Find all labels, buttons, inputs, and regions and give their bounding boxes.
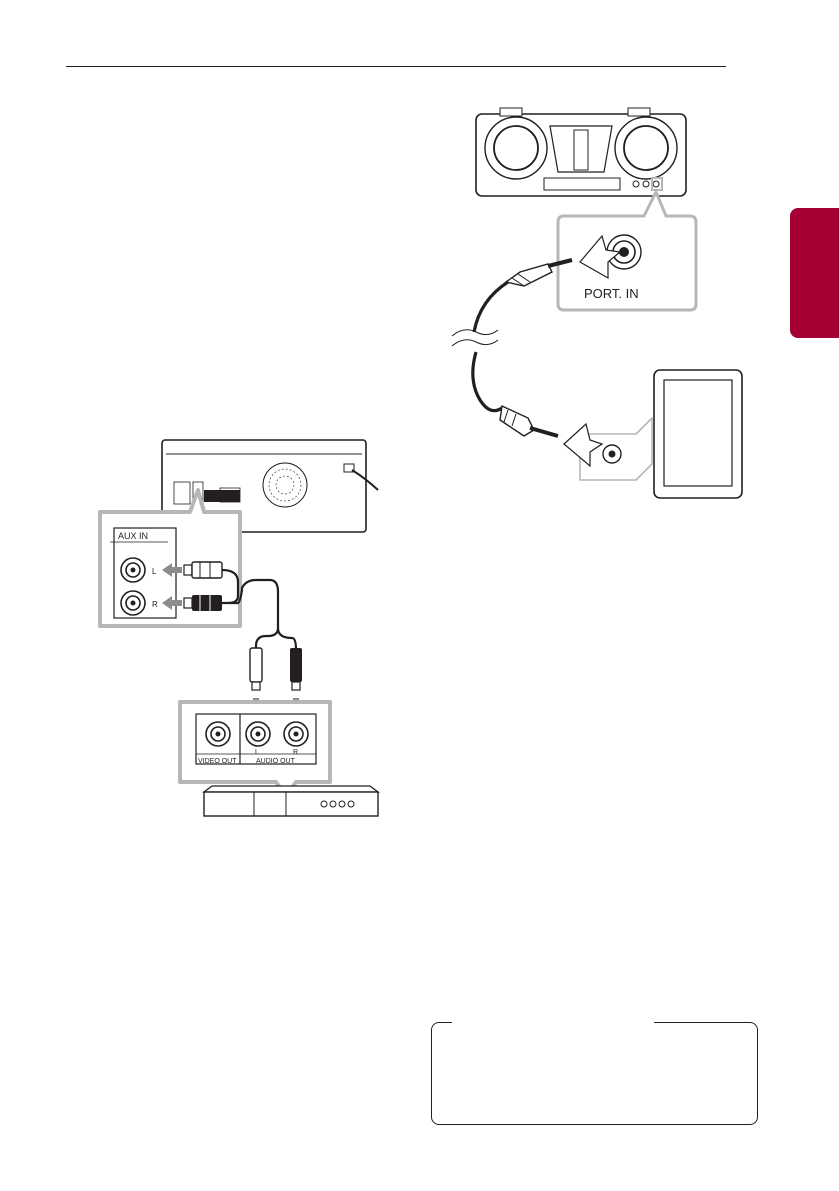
aux-in-label: AUX IN <box>118 531 148 541</box>
aux-in-jack-right-label: R <box>152 600 158 609</box>
port-in-diagram: PORT. IN <box>440 100 750 510</box>
aux-in-jack-left-label: L <box>152 567 157 576</box>
audio-cable <box>473 282 508 411</box>
note-box <box>431 1022 758 1125</box>
stereo-plug-bottom <box>500 406 558 436</box>
chapter-tab <box>790 208 839 338</box>
source-jack-right-label: R <box>293 749 298 756</box>
video-out-label: VIDEO OUT <box>198 758 237 765</box>
rca-plug-pair-source <box>250 648 302 690</box>
port-in-label: PORT. IN <box>584 286 639 301</box>
cable-break-mark <box>452 330 498 346</box>
source-jack-left-label: L <box>255 749 259 756</box>
header-rule <box>66 66 726 67</box>
source-device <box>204 786 378 816</box>
device-jack-callout <box>564 418 652 480</box>
aux-in-diagram: AUX IN L R VIDEO OUT AUDIO OUT L R <box>80 430 390 830</box>
speaker-unit <box>476 108 686 196</box>
portable-device <box>654 370 742 498</box>
audio-out-label: AUDIO OUT <box>256 758 296 765</box>
note-box-title-gap <box>452 1018 654 1026</box>
